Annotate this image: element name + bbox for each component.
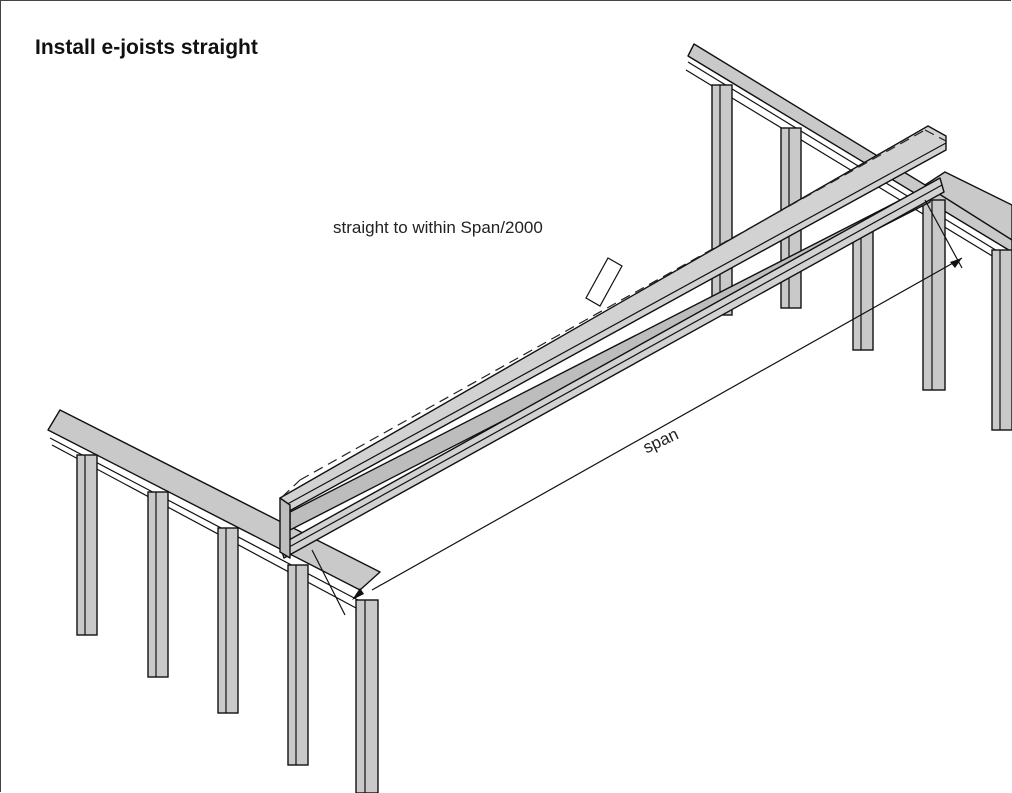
front-wall-posts: [76, 454, 379, 793]
diagram-title: Install e-joists straight: [35, 36, 258, 59]
e-joist: [279, 125, 947, 559]
right-support-wall: [922, 171, 1012, 431]
straightness-note: straight to within Span/2000: [333, 218, 543, 237]
straightness-reference: [281, 129, 947, 498]
span-dimension: [311, 199, 963, 616]
